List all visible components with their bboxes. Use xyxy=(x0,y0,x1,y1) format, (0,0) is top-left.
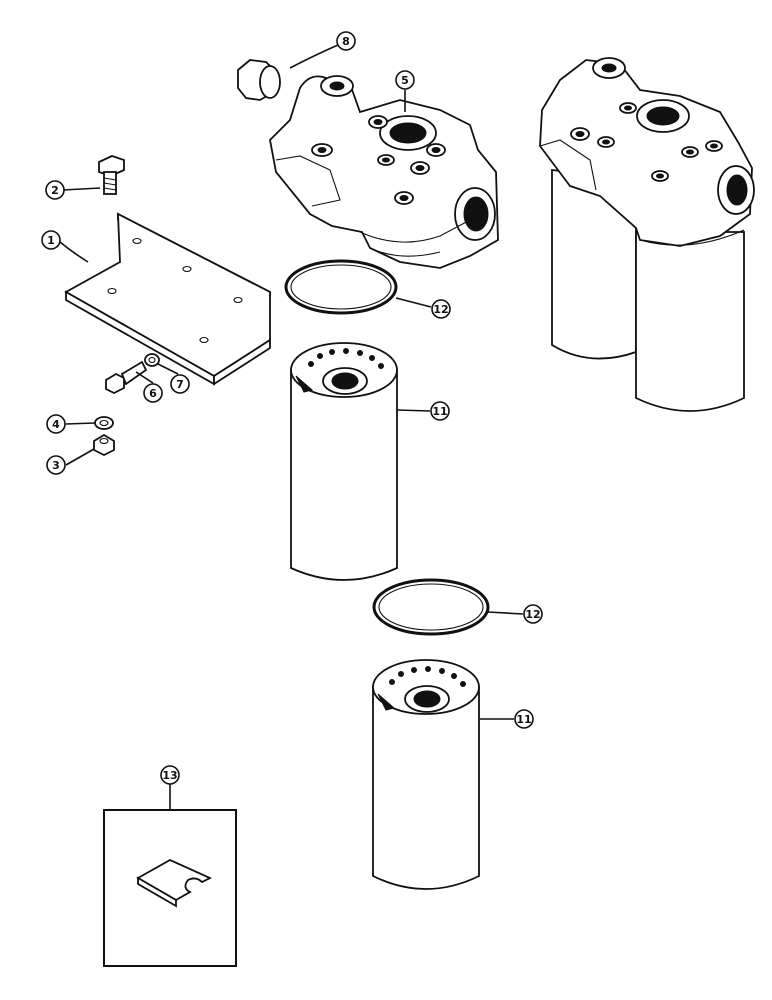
callout-6-label: 6 xyxy=(149,387,157,400)
callout-13-label: 13 xyxy=(162,769,177,782)
callout-2-label: 2 xyxy=(51,184,59,197)
callout-2: 2 xyxy=(45,180,65,200)
seal-ring-upper xyxy=(284,259,398,315)
callout-8: 8 xyxy=(336,31,356,51)
dual-filter-assembly xyxy=(539,57,755,412)
shim-inset-box xyxy=(103,809,237,967)
bolt-top xyxy=(98,155,125,195)
callout-4-label: 4 xyxy=(52,418,60,431)
split-washer xyxy=(94,416,114,430)
callout-3-label: 3 xyxy=(52,459,60,472)
callout-1-label: 1 xyxy=(47,234,55,247)
callout-7-label: 7 xyxy=(176,378,184,391)
plug xyxy=(237,59,281,101)
callout-11-upper: 11 xyxy=(430,401,450,421)
callout-5: 5 xyxy=(395,70,415,90)
callout-11-upper-label: 11 xyxy=(432,405,447,418)
filter-cartridge-lower xyxy=(372,659,480,890)
callout-8-label: 8 xyxy=(342,35,350,48)
filter-cartridge-upper xyxy=(290,342,398,581)
callout-11-lower-label: 11 xyxy=(516,713,531,726)
callout-12-lower-label: 12 xyxy=(525,608,540,621)
callout-7: 7 xyxy=(170,374,190,394)
callout-6: 6 xyxy=(143,383,163,403)
hex-nut xyxy=(93,433,115,457)
callout-12-lower: 12 xyxy=(523,604,543,624)
callout-11-lower: 11 xyxy=(514,709,534,729)
callout-1: 1 xyxy=(41,230,61,250)
callout-13: 13 xyxy=(160,765,180,785)
bolt-small xyxy=(105,360,148,395)
callout-4: 4 xyxy=(46,414,66,434)
callout-3: 3 xyxy=(46,455,66,475)
callout-12-upper-label: 12 xyxy=(433,303,448,316)
filter-head xyxy=(269,75,499,269)
mounting-bracket xyxy=(64,212,271,386)
callout-12-upper: 12 xyxy=(431,299,451,319)
leader-lines xyxy=(59,44,524,810)
lock-washer xyxy=(144,353,160,367)
callout-5-label: 5 xyxy=(401,74,409,87)
seal-ring-lower xyxy=(372,578,490,636)
